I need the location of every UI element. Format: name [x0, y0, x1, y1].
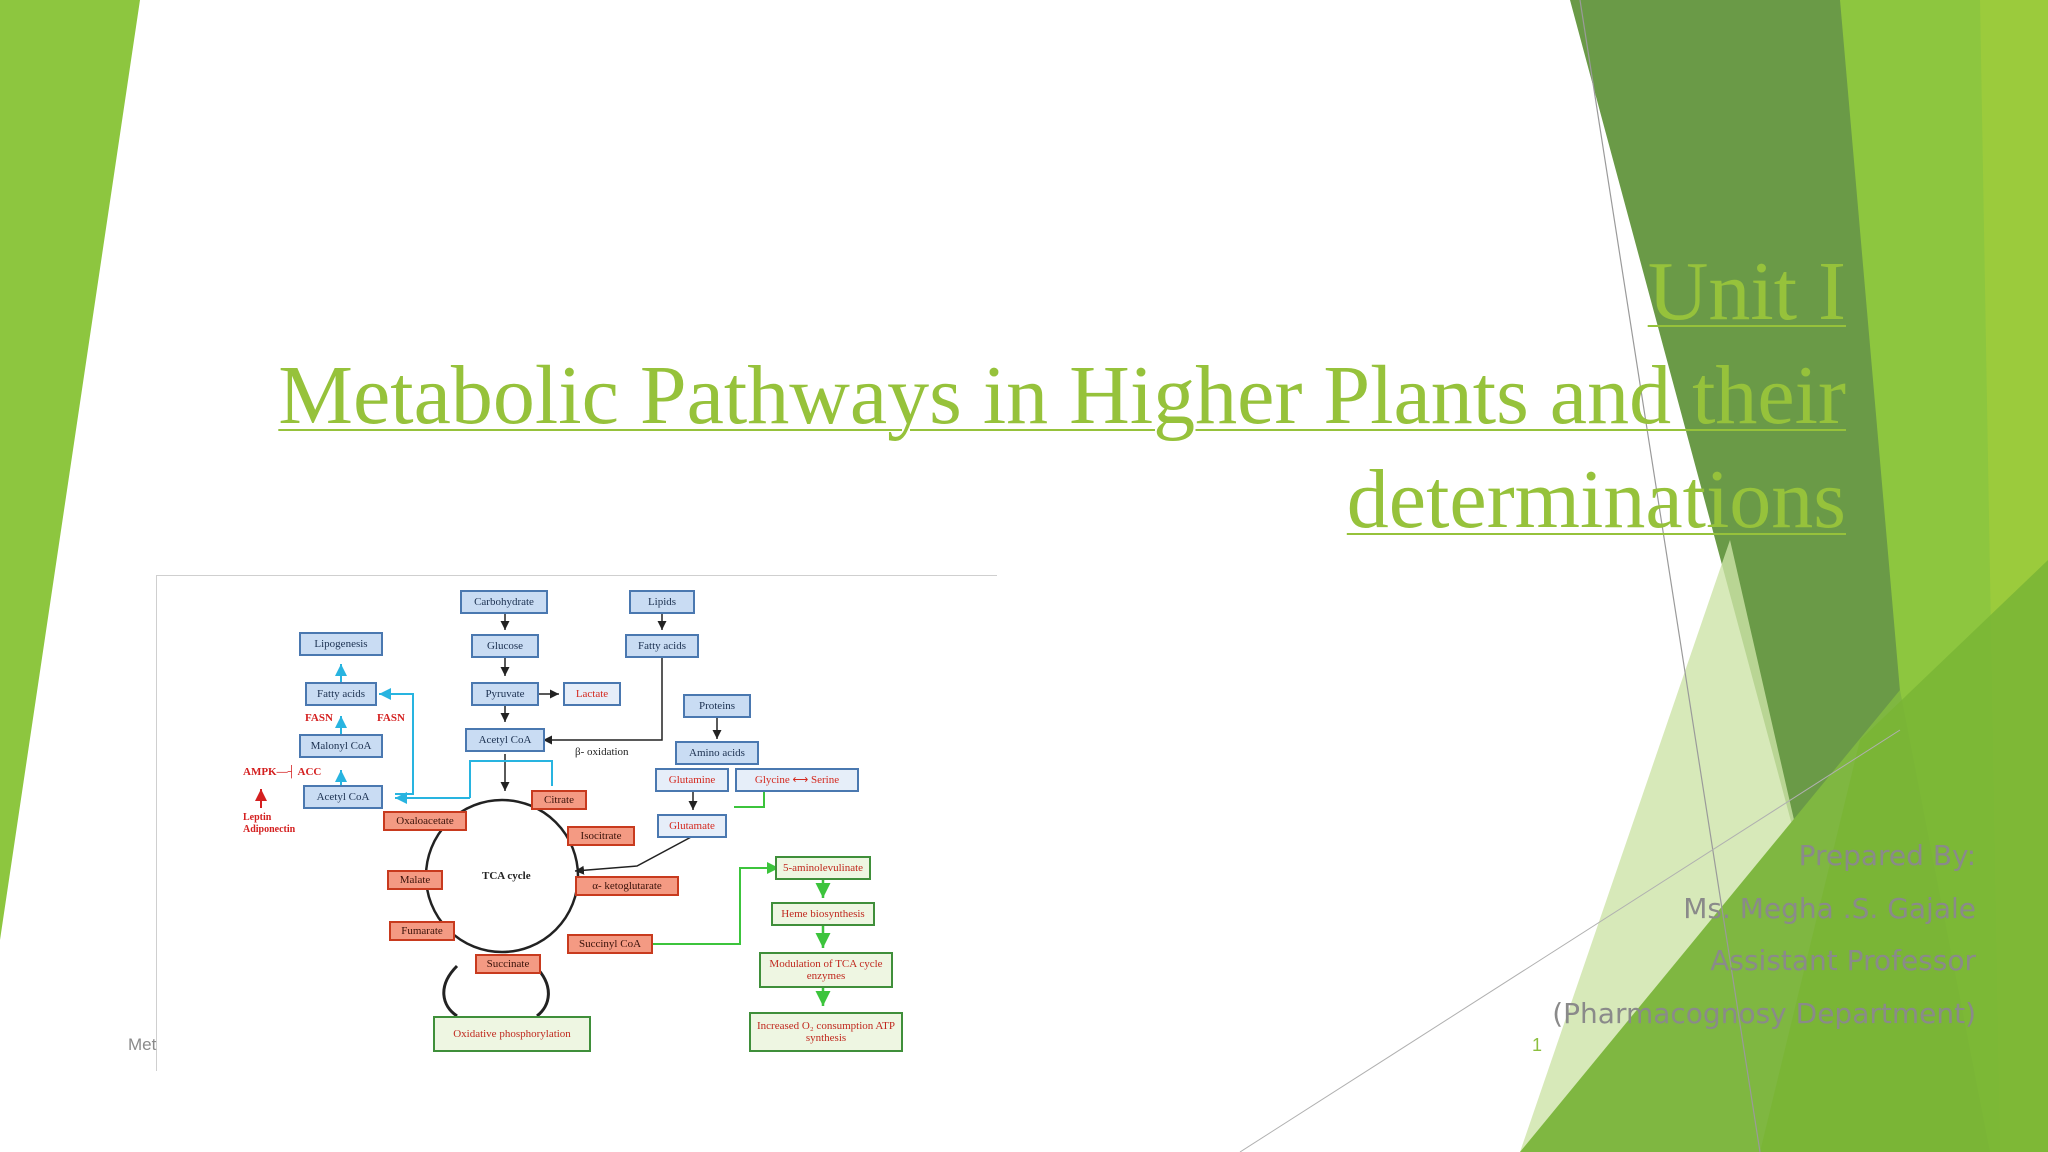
author-role: Assistant Professor	[1710, 944, 1976, 977]
author-name: Ms. Megha .S. Gajale	[1683, 891, 1976, 925]
node-malate: Malate	[387, 870, 443, 890]
node-malonyl-coa: Malonyl CoA	[299, 734, 383, 758]
prepared-by-label: Prepared By:	[1798, 839, 1976, 872]
node-acetyl-coa-center: Acetyl CoA	[465, 728, 545, 752]
thin-diagonal-line-1	[1579, 0, 1761, 1152]
credits-block: Prepared By: Ms. Megha .S. Gajale Assist…	[1552, 830, 1976, 1040]
connector-glycine-green	[734, 792, 765, 808]
node-isocitrate: Isocitrate	[567, 826, 635, 846]
node-proteins: Proteins	[683, 694, 751, 718]
label-ampk-acc: AMPK—┤ ACC	[243, 766, 322, 778]
left-green-band	[0, 0, 140, 940]
node-acetyl-coa-left: Acetyl CoA	[303, 785, 383, 809]
label-fasn-right: FASN	[377, 712, 405, 724]
node-glycine-serine: Glycine ⟷ Serine	[735, 768, 859, 792]
title-line-3: determinations	[1346, 453, 1846, 546]
connector-beta-oxidation	[543, 658, 663, 745]
label-leptin-adiponectin: Leptin Adiponectin	[243, 812, 296, 835]
node-fatty-acids-top: Fatty acids	[625, 634, 699, 658]
node-oxidative-phosphorylation: Oxidative phosphorylation	[433, 1016, 591, 1052]
node-oxaloacetate: Oxaloacetate	[383, 811, 467, 831]
footer-text: Met	[128, 1035, 157, 1054]
node-lipids: Lipids	[629, 590, 695, 614]
thin-diagonal-line-2	[1239, 729, 1901, 1152]
node-glucose: Glucose	[471, 634, 539, 658]
node-aminolevulinate: 5-aminolevulinate	[775, 856, 871, 880]
slide-number: 1	[1532, 1035, 1543, 1055]
node-lactate: Lactate	[563, 682, 621, 706]
node-glutamine: Glutamine	[655, 768, 729, 792]
label-beta-oxidation: β- oxidation	[575, 746, 629, 758]
node-fumarate: Fumarate	[389, 921, 455, 941]
label-fasn-left: FASN	[305, 712, 333, 724]
node-increased-o2: Increased O₂ consumption ATP synthesis	[749, 1012, 903, 1052]
connector-glutamate-akg	[574, 835, 694, 875]
connector-succinyl-green	[585, 862, 779, 945]
label-tca-cycle: TCA cycle	[482, 870, 531, 882]
lower-green-wedge	[1760, 560, 2048, 1152]
node-alpha-ketoglutarate: α- ketoglutarate	[575, 876, 679, 896]
author-department: (Pharmacognosy Department)	[1552, 996, 1976, 1030]
slide-title: Unit I Metabolic Pathways in Higher Plan…	[146, 240, 1846, 552]
title-line-1: Unit I	[1647, 245, 1846, 338]
node-pyruvate: Pyruvate	[471, 682, 539, 706]
metabolic-pathway-diagram: Carbohydrate Lipids Glucose Fatty acids …	[156, 575, 997, 1071]
connector-succinate-oxphos-left	[442, 964, 459, 1018]
title-line-2: Metabolic Pathways in Higher Plants and …	[278, 349, 1846, 442]
node-fatty-acids-left: Fatty acids	[305, 682, 377, 706]
node-lipogenesis: Lipogenesis	[299, 632, 383, 656]
node-modulation-tca: Modulation of TCA cycle enzymes	[759, 952, 893, 988]
node-glutamate: Glutamate	[657, 814, 727, 838]
node-succinate: Succinate	[475, 954, 541, 974]
connector-citrate-cyan	[469, 760, 553, 798]
node-citrate: Citrate	[531, 790, 587, 810]
node-carbohydrate: Carbohydrate	[460, 590, 548, 614]
node-amino-acids: Amino acids	[675, 741, 759, 765]
node-succinyl-coa: Succinyl CoA	[567, 934, 653, 954]
node-heme-biosynthesis: Heme biosynthesis	[771, 902, 875, 926]
connector-fasn-right-cyan	[379, 688, 414, 795]
